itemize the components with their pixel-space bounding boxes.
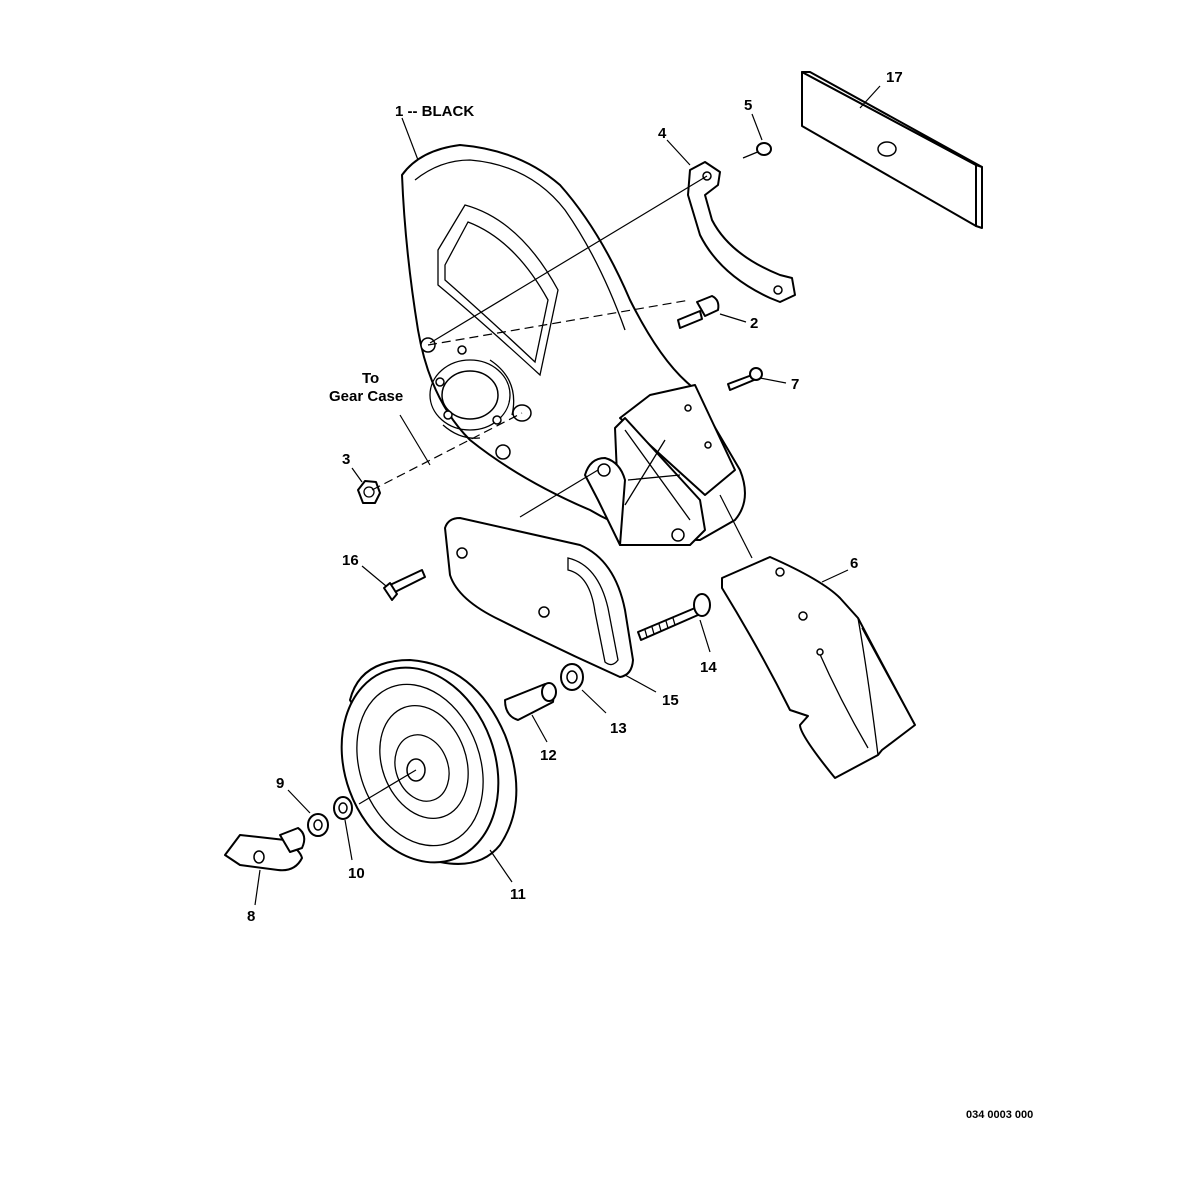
label-part-12: 12 xyxy=(540,747,557,764)
label-to-gear-case-line1: To xyxy=(362,370,379,387)
label-part-7: 7 xyxy=(791,376,799,393)
curved-bracket xyxy=(687,161,796,303)
label-to-gear-case-line2: Gear Case xyxy=(329,388,403,405)
spacer-tube-12 xyxy=(504,682,557,721)
label-part-8: 8 xyxy=(247,908,255,925)
screw-5 xyxy=(742,142,772,159)
nut-9 xyxy=(307,813,329,837)
wheel-11 xyxy=(340,659,518,865)
nut-3 xyxy=(357,480,381,504)
label-part-13: 13 xyxy=(610,720,627,737)
adjustment-plate xyxy=(444,517,634,678)
label-part-9: 9 xyxy=(276,775,284,792)
label-part-1: 1 -- BLACK xyxy=(395,103,474,120)
assembly-lines xyxy=(358,175,753,805)
screw-7 xyxy=(727,367,763,391)
label-part-16: 16 xyxy=(342,552,359,569)
label-part-5: 5 xyxy=(744,97,752,114)
bolt-16 xyxy=(383,569,426,601)
label-part-3: 3 xyxy=(342,451,350,468)
label-part-10: 10 xyxy=(348,865,365,882)
drawing-code: 034 0003 000 xyxy=(966,1109,1033,1121)
cap-screw-2 xyxy=(677,295,720,329)
blade-guard-housing xyxy=(401,144,746,546)
part-labels: 1 -- BLACK 2 3 4 5 6 7 8 9 10 11 12 13 1… xyxy=(247,69,1033,1121)
washer-10 xyxy=(333,796,353,820)
deflector-plate xyxy=(721,556,916,779)
label-part-17: 17 xyxy=(886,69,903,86)
label-part-11: 11 xyxy=(510,886,526,903)
label-part-4: 4 xyxy=(658,125,667,142)
leader-lines xyxy=(254,85,881,906)
label-part-2: 2 xyxy=(750,315,758,332)
label-part-14: 14 xyxy=(700,659,717,676)
label-part-15: 15 xyxy=(662,692,679,709)
carriage-bolt-14 xyxy=(637,593,711,641)
washer-13 xyxy=(560,663,584,691)
wing-knob-8 xyxy=(224,827,306,872)
rectangular-plate xyxy=(801,71,983,229)
label-part-6: 6 xyxy=(850,555,858,572)
